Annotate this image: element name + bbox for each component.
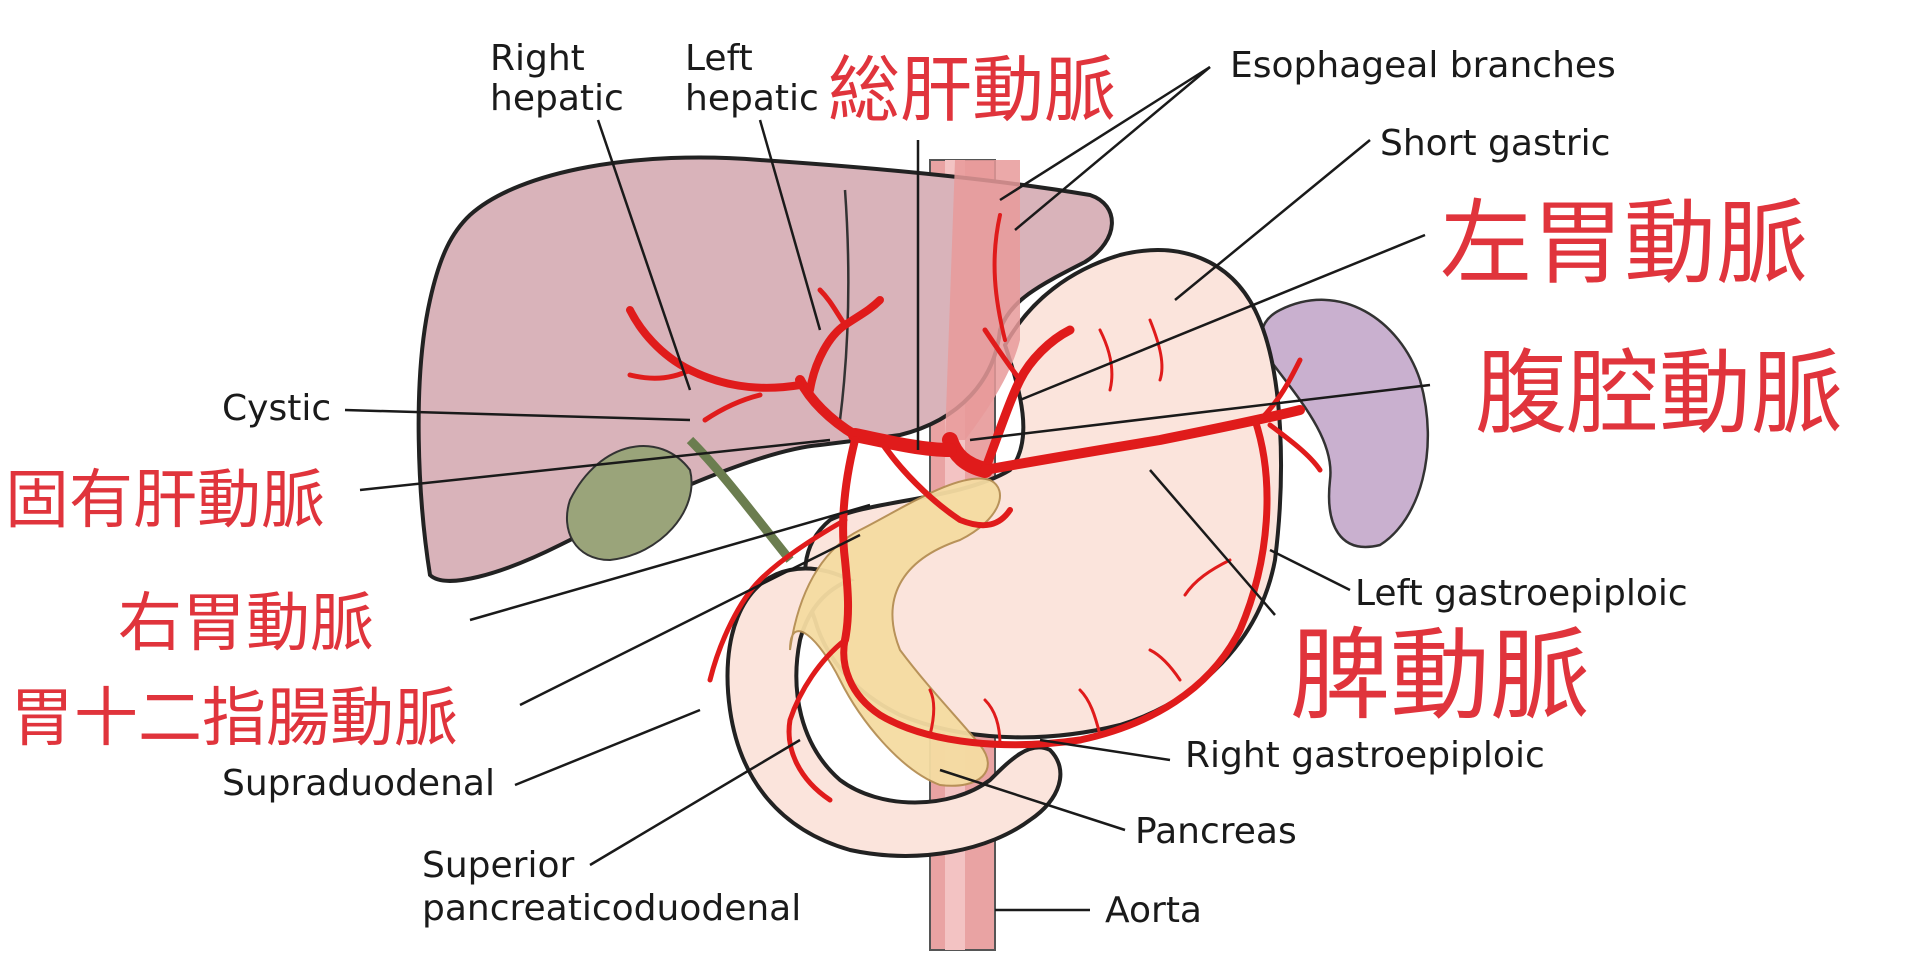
label-right-gastroepiploic: Right gastroepiploic (1185, 735, 1545, 776)
label-jp-left-gastric: 左胃動脈 (1440, 190, 1808, 297)
label-jp-splenic: 脾動脈 (1290, 617, 1590, 734)
esophagus-shape (945, 160, 1020, 440)
common-hepatic-artery (848, 428, 957, 457)
label-jp-gastroduodenal: 胃十二指腸動脈 (10, 682, 458, 756)
cystic-artery (702, 392, 763, 423)
supraduodenal-artery (707, 517, 848, 683)
label-left-hepatic: Left (685, 38, 753, 79)
superior-pancreaticoduodenal-artery (786, 637, 848, 803)
artery-network (626, 213, 1323, 803)
cystic-duct (686, 436, 794, 563)
label-supraduodenal: Supraduodenal (222, 763, 495, 804)
right-gastric-artery (877, 437, 1013, 529)
label-jp-proper-hepatic: 固有肝動脈 (5, 464, 325, 538)
leader-lines (344, 65, 1431, 912)
label-jp-right-gastric: 右胃動脈 (118, 587, 374, 661)
gallbladder-shape (565, 445, 693, 562)
right-gastroepiploic-artery (840, 636, 1084, 749)
label-right-hepatic-2: hepatic (490, 78, 624, 119)
spleen-shape (1260, 298, 1430, 549)
label-pancreas: Pancreas (1135, 811, 1297, 852)
label-jp-celiac: 腹腔動脈 (1475, 340, 1843, 447)
label-left-hepatic-2: hepatic (685, 78, 819, 119)
gastroduodenal-artery (839, 436, 859, 644)
label-superior-pd: Superior (422, 845, 574, 886)
esophageal-branches (992, 213, 1007, 342)
label-short-gastric: Short gastric (1380, 123, 1610, 164)
label-superior-pd-2: pancreaticoduodenal (422, 888, 801, 929)
label-right-hepatic: Right (490, 38, 585, 79)
label-left-gastroepiploic: Left gastroepiploic (1355, 573, 1688, 614)
label-jp-common-hepatic: 総肝動脈 (828, 48, 1116, 132)
label-cystic: Cystic (222, 388, 331, 429)
label-aorta: Aorta (1105, 890, 1202, 931)
liver-left-lobe-line (838, 189, 850, 421)
left-gastroepiploic-artery (1076, 416, 1271, 744)
label-esophageal-branches: Esophageal branches (1230, 45, 1616, 86)
